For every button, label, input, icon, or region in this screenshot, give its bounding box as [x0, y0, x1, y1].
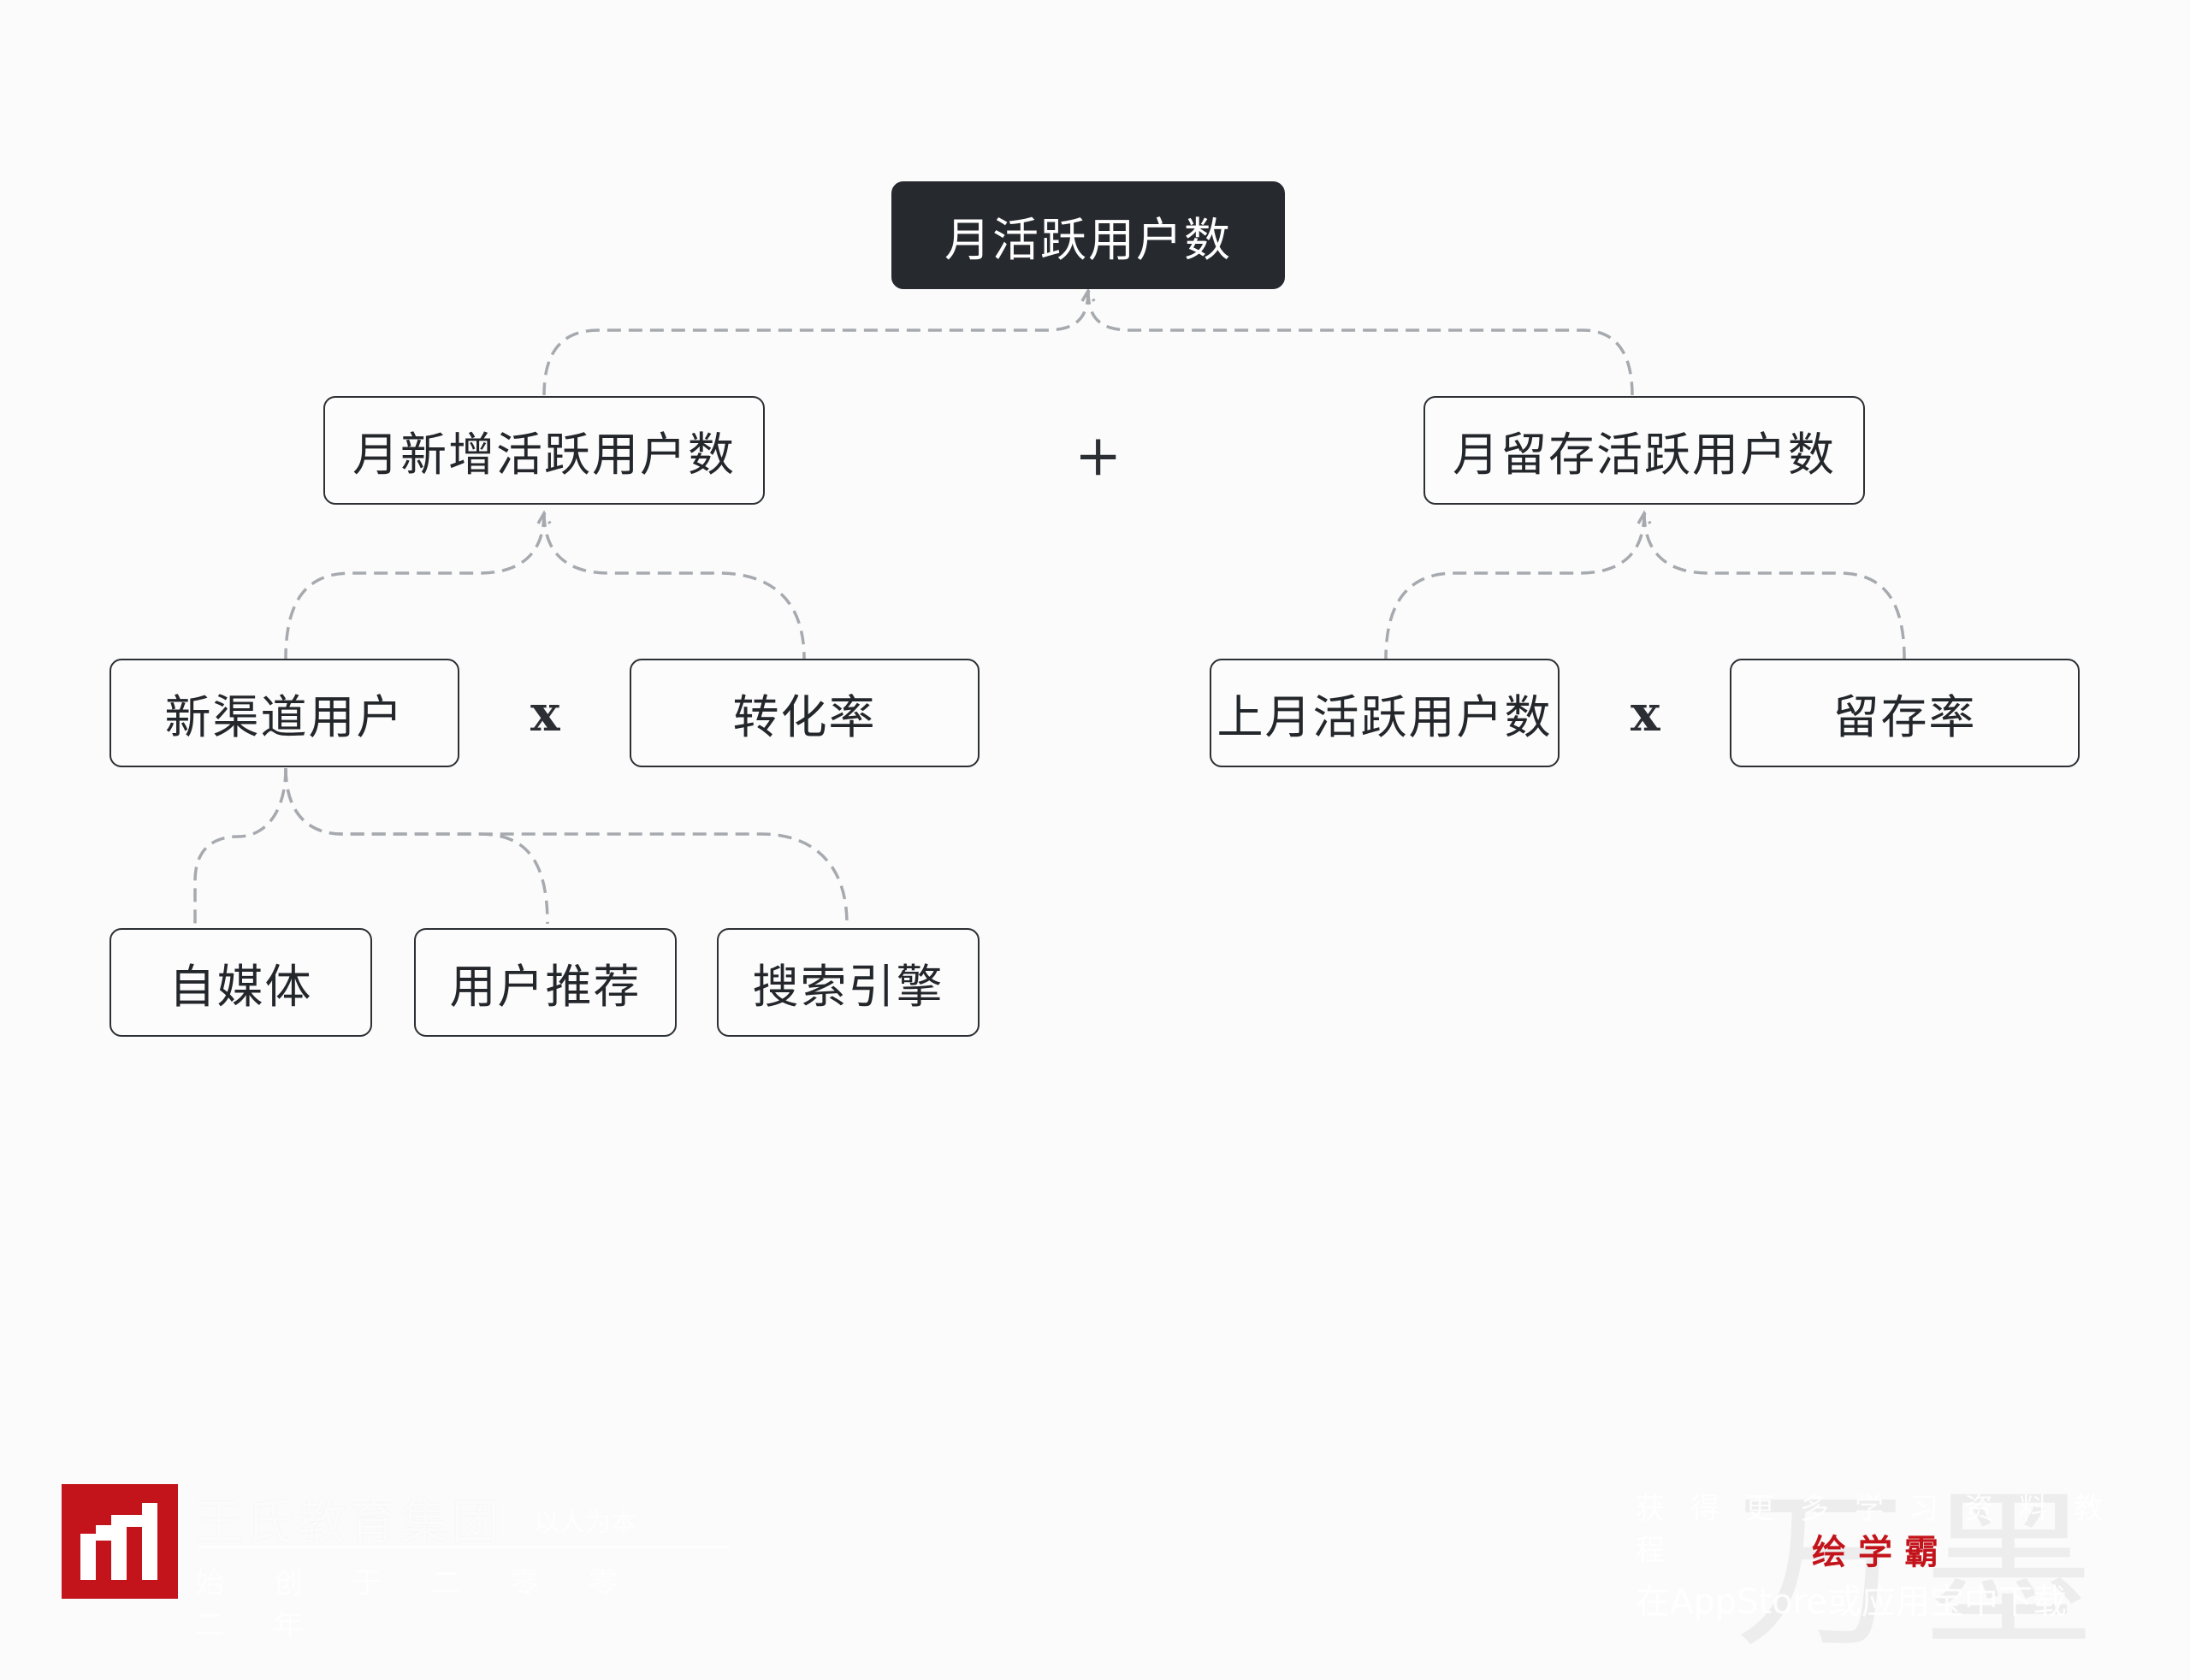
watermark-top-text: 获得更多学习资料教程 [1636, 1492, 2128, 1568]
watermark-divider [198, 1546, 729, 1548]
watermark-right: 万墨 获得更多学习资料教程 绘学霸 在AppStore或应用宝中下载 [1625, 1437, 2173, 1671]
arrow-root [1080, 287, 1096, 302]
node-user-referral: 用户推荐 [414, 928, 677, 1037]
connector-channel-2 [284, 767, 549, 925]
watermark-brand: 绘学霸 [1812, 1533, 1950, 1572]
node-label: 用户推荐 [449, 960, 642, 1014]
watermark-title: 王氏教育集团 [195, 1495, 503, 1551]
node-conversion-rate: 转化率 [630, 659, 980, 767]
node-label: 月活跃用户数 [944, 212, 1232, 267]
connector-new-users-left [284, 512, 546, 660]
node-monthly-active-users: 月活跃用户数 [891, 181, 1285, 289]
node-label: 上月活跃用户数 [1216, 690, 1553, 744]
node-retention-rate: 留存率 [1730, 659, 2080, 767]
connector-retained-right [1642, 512, 1906, 660]
node-label: 月留存活跃用户数 [1453, 428, 1836, 482]
multiply-operator-right: x [1631, 684, 1660, 742]
node-monthly-retained-active-users: 月留存活跃用户数 [1424, 396, 1865, 505]
node-last-month-active-users: 上月活跃用户数 [1210, 659, 1560, 767]
connector-new-users-right [542, 512, 806, 660]
node-search-engine: 搜索引擎 [717, 928, 980, 1037]
node-monthly-new-active-users: 月新增活跃用户数 [323, 396, 765, 505]
connector-retained-left [1384, 512, 1646, 660]
connector-channel-1 [193, 767, 287, 928]
watermark-slogan: 以人为本 [534, 1508, 636, 1538]
connector-root-right [1086, 290, 1634, 396]
connector-lines [193, 287, 1906, 928]
watermark-left: 王氏教育集团 以人为本 始创于二零零二年 [62, 1484, 729, 1642]
node-new-channel-users: 新渠道用户 [110, 659, 459, 767]
multiply-operator-left: x [530, 684, 560, 742]
arrow-retained [1637, 510, 1652, 524]
node-self-media: 自媒体 [110, 928, 372, 1037]
node-label: 转化率 [732, 690, 877, 744]
plus-operator: + [1074, 423, 1122, 488]
watermark-subtitle: 始创于二零零二年 [195, 1566, 667, 1642]
node-label: 留存率 [1832, 690, 1977, 744]
arrow-new-users [536, 510, 552, 524]
watermark-bottom-text: 在AppStore或应用宝中下载 [1636, 1582, 2067, 1622]
node-label: 月新增活跃用户数 [352, 428, 736, 482]
watermark-big-text: 万墨 [1735, 1472, 2112, 1671]
connector-channel-3 [284, 767, 849, 925]
node-label: 搜索引擎 [752, 960, 944, 1014]
node-label: 自媒体 [169, 960, 313, 1014]
diagram-canvas: 月活跃用户数 月新增活跃用户数 + 月留存活跃用户数 新渠道用户 x 转化率 上… [110, 181, 2080, 1037]
wangshi-logo [62, 1484, 178, 1599]
node-label: 新渠道用户 [164, 690, 405, 744]
connector-root-left [542, 290, 1090, 396]
